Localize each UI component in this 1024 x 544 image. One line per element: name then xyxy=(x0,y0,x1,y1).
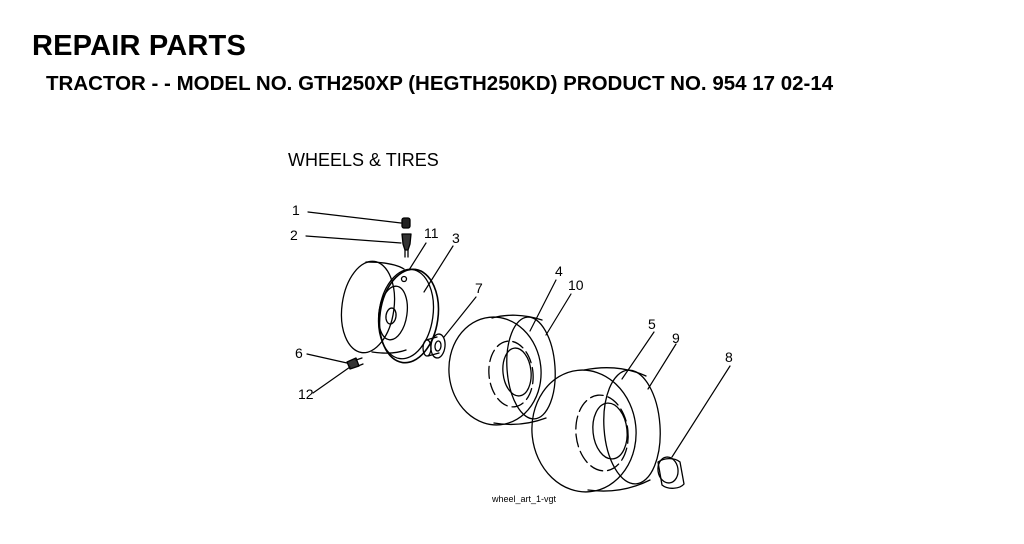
callout-8: 8 xyxy=(725,349,733,365)
rear-tire-part xyxy=(531,367,661,493)
art-reference-label: wheel_art_1-vgt xyxy=(491,494,557,504)
callout-10: 10 xyxy=(568,277,584,293)
page-subtitle: TRACTOR - - MODEL NO. GTH250XP (HEGTH250… xyxy=(46,72,834,95)
callout-6: 6 xyxy=(295,345,303,361)
front-tire-part xyxy=(448,314,556,426)
callout-1: 1 xyxy=(292,202,300,218)
bolt-part xyxy=(346,357,364,370)
valve-stem-part xyxy=(401,233,412,258)
callout-7: 7 xyxy=(475,280,483,296)
callout-9: 9 xyxy=(672,330,680,346)
callout-3: 3 xyxy=(452,230,460,246)
callout-numbers: 1 2 11 3 7 4 10 5 9 8 6 12 xyxy=(290,202,733,402)
bushing-part xyxy=(422,333,446,359)
valve-cap-part xyxy=(401,217,411,229)
section-title: WHEELS & TIRES xyxy=(288,150,439,170)
callout-12: 12 xyxy=(298,386,314,402)
rear-bushing-part xyxy=(657,456,685,489)
leader-lines xyxy=(305,211,731,458)
callout-2: 2 xyxy=(290,227,298,243)
callout-4: 4 xyxy=(555,263,563,279)
page-title: REPAIR PARTS xyxy=(32,30,247,62)
callout-5: 5 xyxy=(648,316,656,332)
front-rim-part xyxy=(340,260,440,364)
callout-11: 11 xyxy=(424,225,439,241)
